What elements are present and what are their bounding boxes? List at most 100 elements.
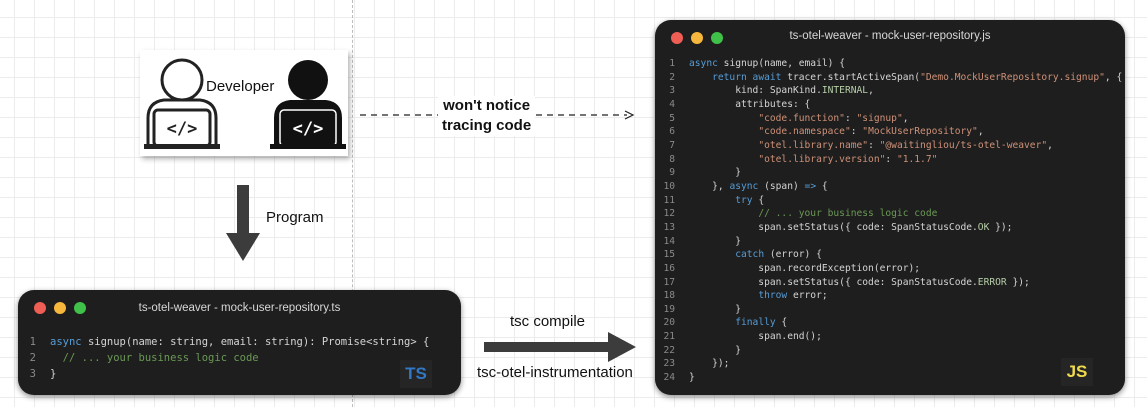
code-token: , [977, 126, 984, 138]
code-token: INTERNAL [821, 85, 869, 97]
code-token: catch [735, 249, 765, 261]
code-token: span.end(); [689, 331, 822, 343]
code-token [689, 126, 758, 137]
code-line: 14 } [649, 235, 1122, 249]
line-number: 19 [663, 303, 675, 315]
line-number: 13 [663, 221, 675, 233]
code-token: "code.namespace" [758, 126, 851, 138]
code-token [689, 72, 712, 83]
code-token: kind: SpanKind. [689, 85, 822, 97]
code-token: } [689, 303, 741, 315]
line-number: 9 [669, 167, 675, 179]
developer-outline-icon: </> [144, 58, 220, 149]
code-token: : [844, 112, 857, 124]
window-title: ts-otel-weaver - mock-user-repository.js [789, 30, 991, 42]
code-line: 7 "otel.library.name": "@waitingliou/ts-… [649, 139, 1122, 153]
tsc-otel-instrumentation-label: tsc-otel-instrumentation [477, 364, 633, 381]
code-token [689, 113, 758, 124]
code-line: 2 // ... your business logic code [10, 350, 429, 366]
code-token: : [850, 126, 863, 138]
line-number: 8 [669, 153, 675, 165]
code-token: signup(name: string, email: string): Pro… [87, 336, 430, 348]
developer-label: Developer [206, 78, 275, 95]
code-token: => [804, 180, 817, 192]
line-number: 3 [669, 85, 675, 97]
line-number: 21 [663, 331, 675, 343]
code-line: 3} [10, 366, 429, 382]
line-number: 24 [663, 372, 675, 384]
program-label: Program [266, 209, 324, 226]
code-line: 8 "otel.library.version": "1.1.7" [649, 153, 1122, 167]
code-token [689, 249, 735, 260]
code-line: 4 attributes: { [649, 98, 1122, 112]
code-line: 10 }, async (span) => { [649, 180, 1122, 194]
window-controls [34, 302, 86, 314]
code-token [689, 154, 758, 165]
code-token: }); [989, 221, 1013, 233]
code-token: { [752, 194, 765, 206]
code-token: tracer.startActiveSpan( [787, 71, 921, 83]
code-token [689, 195, 735, 206]
code-token: (span) [764, 180, 805, 192]
wont-notice-label: won't notice tracing code [438, 96, 536, 136]
divider-line [352, 0, 353, 407]
code-line: 1 async signup(name: string, email: strin… [10, 334, 430, 350]
developer-filled-icon: </> [270, 60, 346, 149]
line-number: 1 [669, 58, 675, 69]
code-line: 16 span.recordException(error); [649, 262, 1122, 276]
line-number: 2 [669, 71, 675, 83]
code-token: "code.function" [758, 112, 845, 124]
line-number: 1 [29, 336, 36, 348]
line-number: 22 [663, 344, 675, 356]
line-number: 23 [663, 358, 675, 370]
minimize-dot[interactable] [54, 302, 66, 314]
code-token: async [729, 180, 759, 192]
svg-text:</>: </> [293, 119, 324, 139]
code-token: async [689, 58, 718, 69]
code-line: 24} [649, 371, 1122, 385]
minimize-dot[interactable] [691, 32, 703, 44]
code-token: return await [712, 71, 782, 83]
line-number: 12 [663, 208, 675, 220]
code-token [50, 352, 63, 364]
code-token: "@waitingliou/ts-otel-weaver" [879, 139, 1048, 151]
code-line: 5 "code.function": "signup", [649, 112, 1122, 126]
line-number: 14 [663, 235, 675, 247]
code-line: 17 span.setStatus({ code: SpanStatusCode… [649, 276, 1122, 290]
code-token: // ... your business logic code [62, 352, 259, 364]
code-line: 22 } [649, 344, 1122, 358]
svg-text:</>: </> [167, 119, 198, 139]
code-line: 9 } [649, 166, 1122, 180]
code-token: span.setStatus({ code: SpanStatusCode. [689, 221, 978, 233]
close-dot[interactable] [34, 302, 46, 314]
code-line: 21 span.end(); [649, 330, 1122, 344]
code-line: 6 "code.namespace": "MockUserRepository"… [649, 125, 1122, 139]
line-number: 18 [663, 290, 675, 302]
line-number: 16 [663, 262, 675, 274]
code-block: 1 async signup(name: string, email: strin… [10, 334, 430, 382]
js-badge-icon: JS [1061, 358, 1093, 386]
code-token: async [50, 336, 82, 348]
code-line: 19 } [649, 303, 1122, 317]
line-number: 6 [669, 126, 675, 138]
close-dot[interactable] [671, 32, 683, 44]
line-number: 4 [669, 98, 675, 110]
tsc-compile-label: tsc compile [510, 313, 586, 330]
code-token: }, [689, 180, 730, 192]
maximize-dot[interactable] [711, 32, 723, 44]
code-token: "otel.library.version" [758, 153, 886, 165]
line-number: 3 [29, 368, 36, 380]
compile-arrow [484, 332, 636, 362]
code-line: 13 span.setStatus({ code: SpanStatusCode… [649, 221, 1122, 235]
maximize-dot[interactable] [74, 302, 86, 314]
line-number: 20 [663, 317, 675, 329]
code-token: { [816, 180, 828, 192]
code-token: } [689, 235, 741, 247]
line-number: 17 [663, 276, 675, 288]
window-controls [671, 32, 723, 44]
code-token: } [50, 368, 57, 380]
code-token: throw [758, 290, 788, 302]
code-token: , { [1104, 71, 1123, 83]
